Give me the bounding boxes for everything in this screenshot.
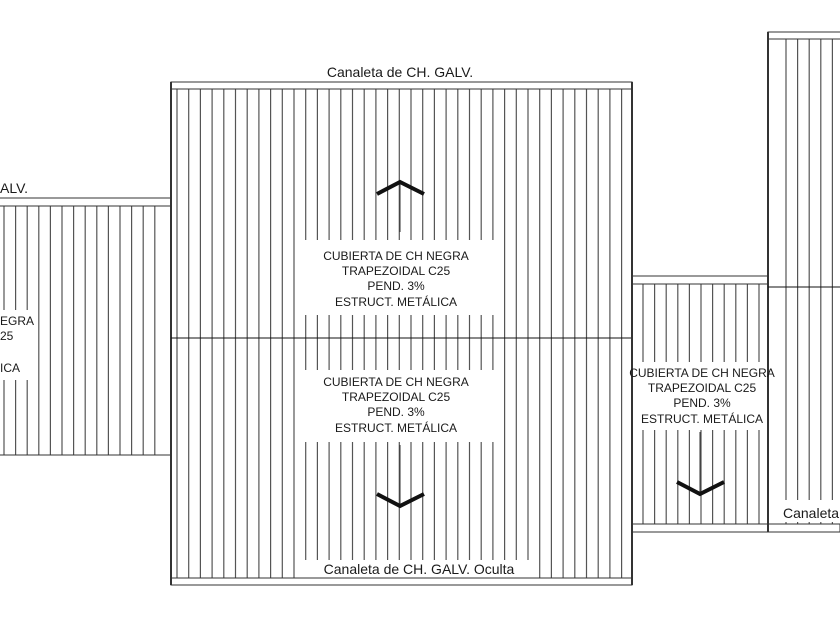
note-bg-right — [628, 362, 776, 430]
note-line: ESTRUCT. METÁLICA — [641, 411, 763, 426]
gutter-label-bg-bottom — [305, 560, 533, 580]
gutter-label-bg-right — [778, 500, 840, 522]
roof-note-right: CUBIERTA DE CH NEGRA TRAPEZOIDAL C25 PEN… — [629, 366, 775, 426]
note-line: ESTRUCT. METÁLICA — [335, 294, 457, 309]
roof-panel-stripes-far-right — [785, 39, 834, 524]
roof-note-center-upper: CUBIERTA DE CH NEGRA TRAPEZOIDAL C25 PEN… — [323, 249, 469, 309]
roof-note-center-lower: CUBIERTA DE CH NEGRA TRAPEZOIDAL C25 PEN… — [323, 375, 469, 435]
note-bg-center-lower — [305, 370, 495, 442]
gutter-label-bottom: Canaleta de CH. GALV. Oculta — [324, 561, 515, 577]
slope-arrow-right-down — [676, 432, 725, 497]
roof-far-right — [767, 31, 840, 532]
gutter-label-right: Canaleta — [783, 505, 839, 521]
gutter-right-bottom — [631, 523, 840, 533]
gutter-right-top — [631, 275, 769, 285]
note-line: TRAPEZOIDAL C25 — [342, 264, 451, 278]
note-bg-center-upper — [305, 240, 495, 315]
roof-panel-stripes-left — [3, 206, 156, 455]
note-line: CUBIERTA DE CH NEGRA — [323, 375, 469, 389]
note-line: 25 — [0, 329, 14, 343]
roof-panel-stripes-center — [176, 89, 623, 578]
note-line: EGRA — [0, 314, 34, 328]
gutter-label-top: Canaleta de CH. GALV. — [327, 64, 473, 80]
gutter-left — [0, 197, 172, 207]
note-line: CUBIERTA DE CH NEGRA — [629, 366, 775, 380]
note-line: ESTRUCT. METÁLICA — [335, 420, 457, 435]
note-line: PEND. 3% — [367, 405, 425, 419]
slope-arrow-center-up — [376, 179, 425, 232]
roof-note-left: EGRA 25 ICA — [0, 314, 34, 375]
note-line: PEND. 3% — [673, 396, 731, 410]
note-bg-left — [0, 310, 32, 380]
gutter-far-right-top — [767, 31, 840, 40]
gutter-label-left: ALV. — [0, 180, 28, 196]
slope-arrow-center-down — [376, 445, 425, 509]
note-line: CUBIERTA DE CH NEGRA — [323, 249, 469, 263]
note-line: TRAPEZOIDAL C25 — [342, 390, 451, 404]
note-line: PEND. 3% — [367, 279, 425, 293]
note-line: ICA — [0, 361, 20, 375]
gutter-top — [170, 81, 633, 90]
note-line: TRAPEZOIDAL C25 — [648, 381, 757, 395]
